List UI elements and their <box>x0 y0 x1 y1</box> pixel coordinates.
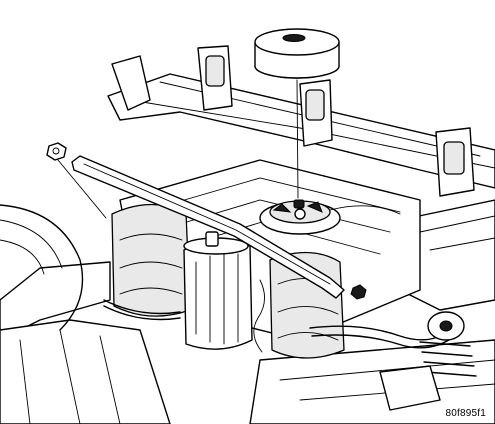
cap-guide-line <box>296 79 299 199</box>
retaining-nut <box>46 142 67 161</box>
filler-cap <box>254 28 340 79</box>
brace-nut <box>350 284 367 300</box>
figure-reference-code: 80f895f1 <box>445 408 486 419</box>
suspension-spring <box>379 311 477 411</box>
fuel-pump-module <box>259 199 341 235</box>
evap-canister <box>183 231 253 350</box>
tank-strap <box>103 299 181 321</box>
nut-guide-line <box>57 159 107 219</box>
crossmember-brace <box>71 155 345 299</box>
